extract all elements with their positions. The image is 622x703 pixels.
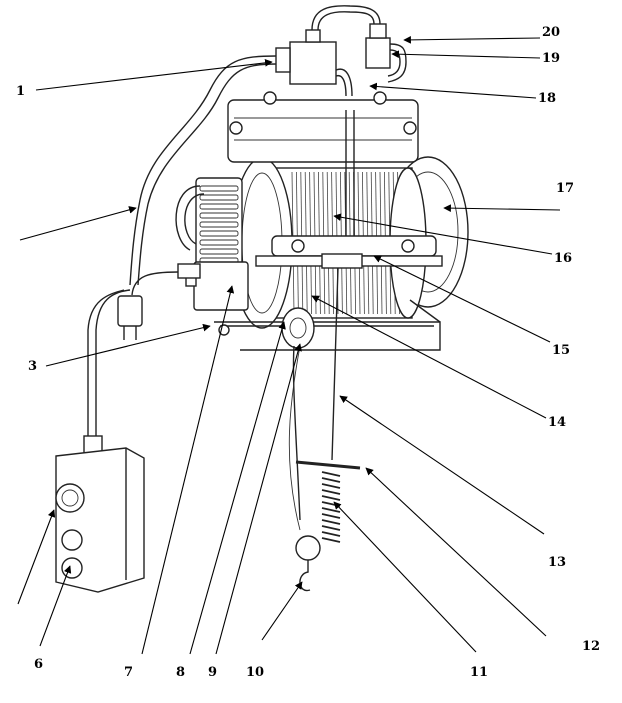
spring-coil	[321, 525, 341, 531]
side-fitting	[177, 263, 201, 279]
top-valve-block	[289, 41, 337, 85]
leader-13	[339, 395, 545, 535]
spring-coil	[321, 537, 341, 543]
motor-block	[193, 261, 249, 311]
power-plug	[117, 295, 143, 327]
leader-16	[333, 213, 553, 255]
label-6: 6	[34, 657, 43, 672]
radiator-fin	[199, 248, 239, 255]
leader-11	[333, 501, 477, 653]
leader-unlabeled-left	[19, 206, 137, 241]
leader-3	[45, 323, 211, 367]
label-16: 16	[554, 251, 572, 266]
top-fitting-left	[275, 47, 291, 73]
spring-coil	[321, 495, 341, 501]
leader-9	[215, 343, 302, 655]
label-15: 15	[552, 343, 570, 358]
radiator-fin	[199, 185, 239, 192]
radiator-fin	[199, 221, 239, 228]
hook-block	[295, 535, 321, 561]
label-18: 18	[538, 91, 556, 106]
right-valve	[365, 37, 391, 69]
label-17: 17	[556, 181, 574, 196]
frame-bolt-right	[403, 121, 417, 135]
pulley-sheave	[281, 307, 315, 349]
leader-1	[35, 58, 273, 91]
leader-14	[311, 295, 547, 419]
beam-block	[321, 253, 363, 269]
label-3: 3	[28, 359, 37, 374]
spring-coil	[321, 519, 341, 525]
leader-12	[365, 467, 547, 637]
label-19: 19	[542, 51, 560, 66]
radiator-fin	[199, 230, 239, 237]
callout-labels: 1 3 6 7 8 9 10 11 12 13 14 15 16 17 18 1…	[16, 25, 600, 680]
leader-19	[391, 50, 541, 59]
hook	[299, 560, 311, 592]
leader-lines	[17, 36, 561, 655]
radiator-fin	[199, 194, 239, 201]
label-11: 11	[470, 665, 488, 680]
leader-17	[443, 204, 561, 212]
radiator-fin	[199, 212, 239, 219]
spring-coil	[321, 483, 341, 489]
label-14: 14	[548, 415, 566, 430]
frame-bolt-top-left	[263, 91, 277, 105]
radiator-fin	[199, 203, 239, 210]
spring-coil	[321, 471, 341, 477]
limit-spring	[321, 471, 341, 543]
label-8: 8	[176, 665, 185, 680]
leader-15	[373, 255, 551, 343]
frame-bolt-top-right	[373, 91, 387, 105]
leader-unlabeled-pendant	[17, 509, 56, 605]
label-10: 10	[246, 665, 264, 680]
stop-button[interactable]	[55, 483, 85, 513]
label-1: 1	[16, 84, 25, 99]
spring-coil	[321, 477, 341, 483]
spring-coil	[321, 531, 341, 537]
limit-bar	[295, 460, 361, 470]
down-button[interactable]	[61, 557, 83, 579]
leader-10	[261, 581, 303, 641]
top-frame	[227, 99, 419, 163]
up-button[interactable]	[61, 529, 83, 551]
leader-6	[39, 565, 72, 647]
label-7: 7	[124, 665, 133, 680]
label-20: 20	[542, 25, 560, 40]
leader-7	[141, 285, 235, 655]
hoist-drawing	[55, 5, 469, 593]
frame-bolt-left	[229, 121, 243, 135]
spring-coil	[321, 513, 341, 519]
leader-18	[369, 82, 537, 99]
label-12: 12	[582, 639, 600, 654]
label-13: 13	[548, 555, 566, 570]
spring-coil	[321, 489, 341, 495]
radiator-fins	[199, 185, 239, 264]
leader-8	[189, 321, 286, 655]
spring-coil	[321, 507, 341, 513]
radiator-fin	[199, 239, 239, 246]
label-9: 9	[208, 665, 217, 680]
leader-20	[403, 36, 541, 44]
